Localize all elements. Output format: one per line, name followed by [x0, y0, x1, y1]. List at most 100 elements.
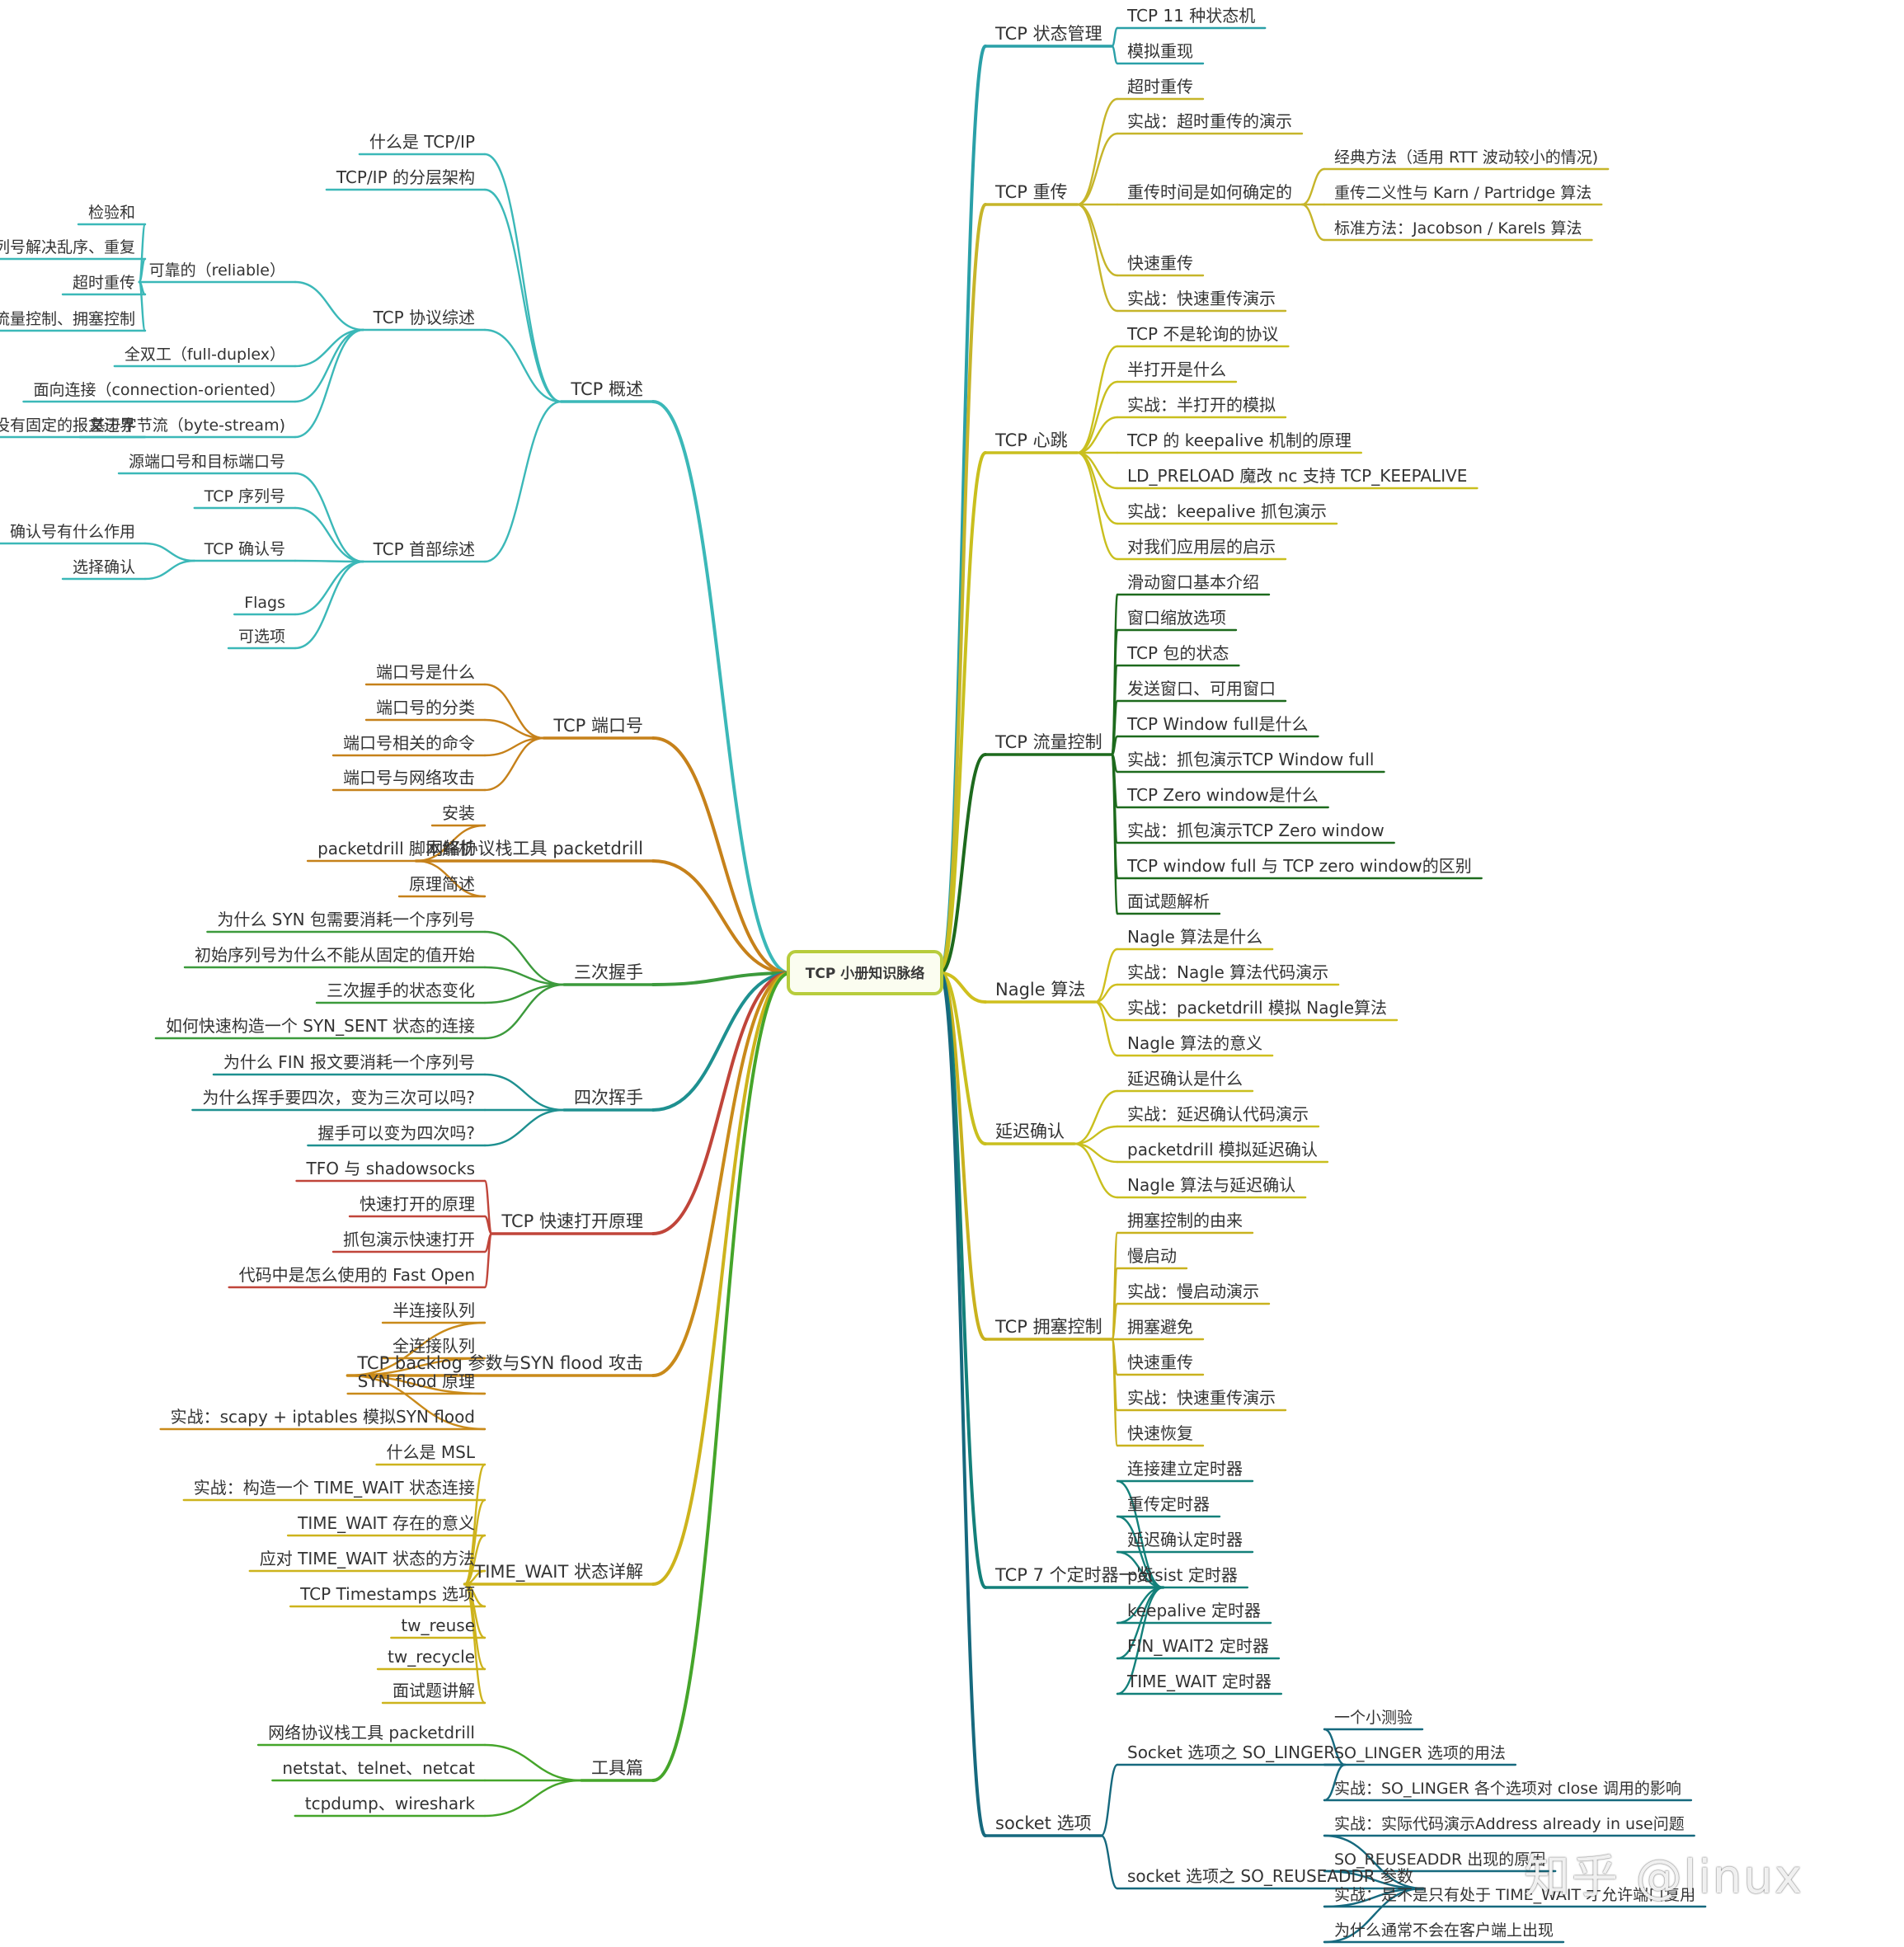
subtopic-label[interactable]: Flags [244, 594, 285, 612]
subtopic-label[interactable]: TCP Window full是什么 [1126, 714, 1308, 734]
subtopic-label[interactable]: TCP 序列号 [204, 487, 285, 506]
subtopic-label[interactable]: 滑动窗口基本介绍 [1127, 572, 1259, 592]
subtopic-label[interactable]: 实战：快速重传演示 [1127, 1388, 1276, 1408]
subtopic-label[interactable]: TCP/IP 的分层架构 [336, 167, 475, 187]
subtopic-label[interactable]: 实战：抓包演示TCP Zero window [1127, 821, 1385, 840]
subtopic-label[interactable]: 握手可以变为四次吗? [317, 1123, 475, 1143]
subtopic-label[interactable]: Socket 选项之 SO_LINGER [1127, 1742, 1335, 1762]
subtopic-label[interactable]: 经典方法（适用 RTT 波动较小的情况) [1334, 148, 1598, 167]
subtopic-label[interactable]: 可选项 [238, 628, 285, 646]
branch-topic-label[interactable]: TCP 拥塞控制 [994, 1317, 1102, 1337]
subtopic-label[interactable]: 初始序列号为什么不能从固定的值开始 [195, 945, 475, 965]
subtopic-label[interactable]: 实战：半打开的模拟 [1127, 395, 1276, 415]
subtopic-label[interactable]: 确认号有什么作用 [10, 523, 135, 541]
subtopic-label[interactable]: 快速打开的原理 [360, 1194, 475, 1214]
subtopic-label[interactable]: TCP 的 keepalive 机制的原理 [1126, 430, 1352, 450]
subtopic-label[interactable]: 可靠的（reliable） [149, 261, 285, 280]
subtopic-label[interactable]: 实战：延迟确认代码演示 [1127, 1104, 1309, 1124]
branch-topic-label[interactable]: socket 选项 [995, 1813, 1092, 1833]
subtopic-label[interactable]: 实战：packetdrill 模拟 Nagle算法 [1127, 998, 1387, 1018]
subtopic-label[interactable]: TCP 首部综述 [373, 539, 475, 559]
subtopic-label[interactable]: 应对 TIME_WAIT 状态的方法 [260, 1549, 475, 1568]
subtopic-label[interactable]: TCP 确认号 [204, 540, 285, 558]
subtopic-label[interactable]: 面试题讲解 [393, 1681, 475, 1700]
branch-topic-label[interactable]: TCP 状态管理 [994, 24, 1102, 44]
subtopic-label[interactable]: 实战：快速重传演示 [1127, 289, 1276, 308]
subtopic-label[interactable]: TIME_WAIT 定时器 [1126, 1672, 1272, 1691]
subtopic-label[interactable]: TCP 11 种状态机 [1126, 6, 1255, 26]
subtopic-label[interactable]: 拥塞控制的由来 [1127, 1211, 1243, 1230]
subtopic-label[interactable]: 安装 [442, 803, 475, 823]
subtopic-label[interactable]: 端口号与网络攻击 [343, 768, 475, 788]
subtopic-label[interactable]: TCP 不是轮询的协议 [1126, 324, 1278, 344]
subtopic-label[interactable]: 全双工（full-duplex） [125, 346, 285, 364]
subtopic-label[interactable]: 实战：构造一个 TIME_WAIT 状态连接 [194, 1478, 475, 1498]
branch-topic-label[interactable]: 四次挥手 [574, 1088, 643, 1108]
subtopic-label[interactable]: 包的序列号解决乱序、重复 [0, 238, 135, 256]
subtopic-label[interactable]: 为什么 SYN 包需要消耗一个序列号 [217, 910, 475, 929]
subtopic-label[interactable]: 快速恢复 [1127, 1423, 1193, 1443]
subtopic-label[interactable]: persist 定时器 [1127, 1565, 1238, 1585]
subtopic-label[interactable]: 实战：超时重传的演示 [1127, 111, 1292, 131]
subtopic-label[interactable]: LD_PRELOAD 魔改 nc 支持 TCP_KEEPALIVE [1127, 466, 1467, 486]
subtopic-label[interactable]: 拥塞避免 [1127, 1317, 1193, 1337]
subtopic-label[interactable]: Nagle 算法是什么 [1127, 927, 1262, 947]
branch-topic-label[interactable]: TCP 心跳 [994, 430, 1068, 450]
subtopic-label[interactable]: 什么是 TCP/IP [369, 132, 475, 152]
subtopic-label[interactable]: 模拟重现 [1127, 41, 1193, 61]
branch-topic-label[interactable]: 工具篇 [591, 1758, 643, 1778]
subtopic-label[interactable]: TCP 包的状态 [1126, 643, 1229, 663]
subtopic-label[interactable]: 实战：SO_LINGER 各个选项对 close 调用的影响 [1334, 1780, 1681, 1798]
subtopic-label[interactable]: 三次握手的状态变化 [327, 981, 475, 1000]
subtopic-label[interactable]: 慢启动 [1127, 1246, 1177, 1266]
branch-topic-label[interactable]: TCP 7 个定时器一览 [994, 1565, 1154, 1585]
subtopic-label[interactable]: 半连接队列 [393, 1300, 475, 1320]
subtopic-label[interactable]: 端口号的分类 [376, 698, 475, 717]
branch-topic-label[interactable]: TCP 重传 [994, 182, 1068, 202]
subtopic-label[interactable]: keepalive 定时器 [1127, 1601, 1261, 1620]
subtopic-label[interactable]: 端口号是什么 [376, 662, 475, 682]
subtopic-label[interactable]: 超时重传 [1127, 77, 1193, 96]
subtopic-label[interactable]: packetdrill 模拟延迟确认 [1127, 1140, 1318, 1159]
subtopic-label[interactable]: 为什么通常不会在客户端上出现 [1334, 1921, 1554, 1940]
subtopic-label[interactable]: 源端口号和目标端口号 [129, 453, 285, 471]
central-topic[interactable]: TCP 小册知识脉络 [787, 950, 943, 995]
subtopic-label[interactable]: 快速重传 [1127, 253, 1193, 273]
branch-topic-label[interactable]: TCP 流量控制 [994, 732, 1102, 752]
subtopic-label[interactable]: 检验和 [88, 204, 135, 222]
subtopic-label[interactable]: 一个小测验 [1334, 1709, 1413, 1727]
subtopic-label[interactable]: TCP Zero window是什么 [1126, 785, 1319, 805]
subtopic-label[interactable]: 重传定时器 [1127, 1494, 1210, 1514]
subtopic-label[interactable]: 重传时间是如何确定的 [1127, 182, 1292, 202]
subtopic-label[interactable]: 连接建立定时器 [1127, 1459, 1243, 1479]
subtopic-label[interactable]: 什么是 MSL [387, 1442, 476, 1462]
subtopic-label[interactable]: 发送窗口、可用窗口 [1127, 679, 1276, 698]
subtopic-label[interactable]: TFO 与 shadowsocks [306, 1159, 475, 1178]
subtopic-label[interactable]: 网络协议栈工具 packetdrill [268, 1723, 475, 1742]
subtopic-label[interactable]: 全连接队列 [393, 1336, 475, 1356]
subtopic-label[interactable]: 实战：是不是只有处于 TIME_WAIT 才允许端口复用 [1334, 1886, 1695, 1904]
branch-topic-label[interactable]: 延迟确认 [995, 1122, 1065, 1141]
subtopic-label[interactable]: 如何快速构造一个 SYN_SENT 状态的连接 [166, 1016, 475, 1036]
subtopic-label[interactable]: netstat、telnet、netcat [282, 1758, 475, 1778]
branch-topic-label[interactable]: TCP 快速打开原理 [501, 1211, 643, 1231]
subtopic-label[interactable]: tw_reuse [401, 1615, 475, 1635]
subtopic-label[interactable]: 实战：抓包演示TCP Window full [1127, 750, 1374, 769]
branch-topic-label[interactable]: TIME_WAIT 状态详解 [473, 1562, 643, 1583]
subtopic-label[interactable]: 实战：慢启动演示 [1127, 1282, 1259, 1301]
branch-topic-label[interactable]: 三次握手 [574, 962, 643, 982]
branch-topic-label[interactable]: TCP 端口号 [552, 716, 643, 736]
branch-topic-label[interactable]: TCP 概述 [570, 379, 643, 399]
subtopic-label[interactable]: FIN_WAIT2 定时器 [1127, 1636, 1269, 1656]
subtopic-label[interactable]: 重传二义性与 Karn / Partridge 算法 [1334, 184, 1591, 202]
subtopic-label[interactable]: SO_LINGER 选项的用法 [1334, 1744, 1506, 1762]
subtopic-label[interactable]: 流量控制、拥塞控制 [0, 310, 135, 328]
subtopic-label[interactable]: 窗口缩放选项 [1127, 608, 1226, 628]
subtopic-label[interactable]: 超时重传 [73, 274, 135, 292]
subtopic-label[interactable]: 延迟确认是什么 [1127, 1069, 1243, 1089]
subtopic-label[interactable]: SYN flood 原理 [358, 1371, 475, 1391]
subtopic-label[interactable]: 实战：实际代码演示Address already in use问题 [1334, 1815, 1685, 1833]
subtopic-label[interactable]: 实战：keepalive 抓包演示 [1127, 501, 1327, 521]
subtopic-label[interactable]: 基于字节流（byte-stream) [90, 416, 285, 435]
subtopic-label[interactable]: 标准方法：Jacobson / Karels 算法 [1334, 219, 1582, 237]
